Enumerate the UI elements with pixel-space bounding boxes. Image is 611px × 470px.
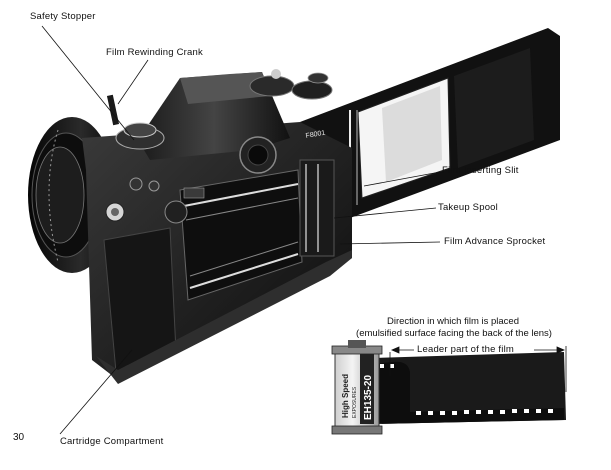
label-film-rewinding-crank: Film Rewinding Crank: [106, 47, 203, 58]
film-direction-caption-line1: Direction in which film is placed: [387, 316, 519, 327]
cartridge-exposures-text: EXPOSURES: [352, 386, 358, 418]
cartridge-brand-text: EH135-20: [363, 375, 374, 420]
leader-line-inserting-slit: [363, 171, 441, 187]
page-number: 30: [13, 432, 25, 443]
leader-line-safety-stopper: [41, 25, 135, 141]
leader-lines: [41, 25, 441, 435]
label-cartridge-compartment: Cartridge Compartment: [60, 436, 164, 447]
label-film-advance-sprocket: Film Advance Sprocket: [444, 236, 546, 247]
leader-line-takeup-spool: [333, 207, 437, 219]
label-safety-stopper: Safety Stopper: [30, 11, 96, 22]
camera-body: [82, 69, 352, 384]
leader-line-cartridge-compartment: [59, 349, 133, 435]
leader-line-rewinding-crank: [117, 59, 149, 105]
camera-serial-text: F8001: [305, 130, 326, 140]
film-cartridge-diagram: [331, 340, 566, 435]
label-leader-part: Leader part of the film: [417, 344, 515, 355]
label-takeup-spool: Takeup Spool: [438, 202, 498, 213]
film-direction-caption-line2: (emulsified surface facing the back of t…: [356, 328, 552, 339]
leader-bracket: [389, 346, 567, 392]
cartridge-name-text: High Speed: [341, 374, 350, 418]
leader-line-advance-sprocket: [339, 241, 441, 245]
back-cover-arm: [300, 28, 560, 218]
label-film-inserting-slit: Film Inserting Slit: [442, 165, 519, 176]
